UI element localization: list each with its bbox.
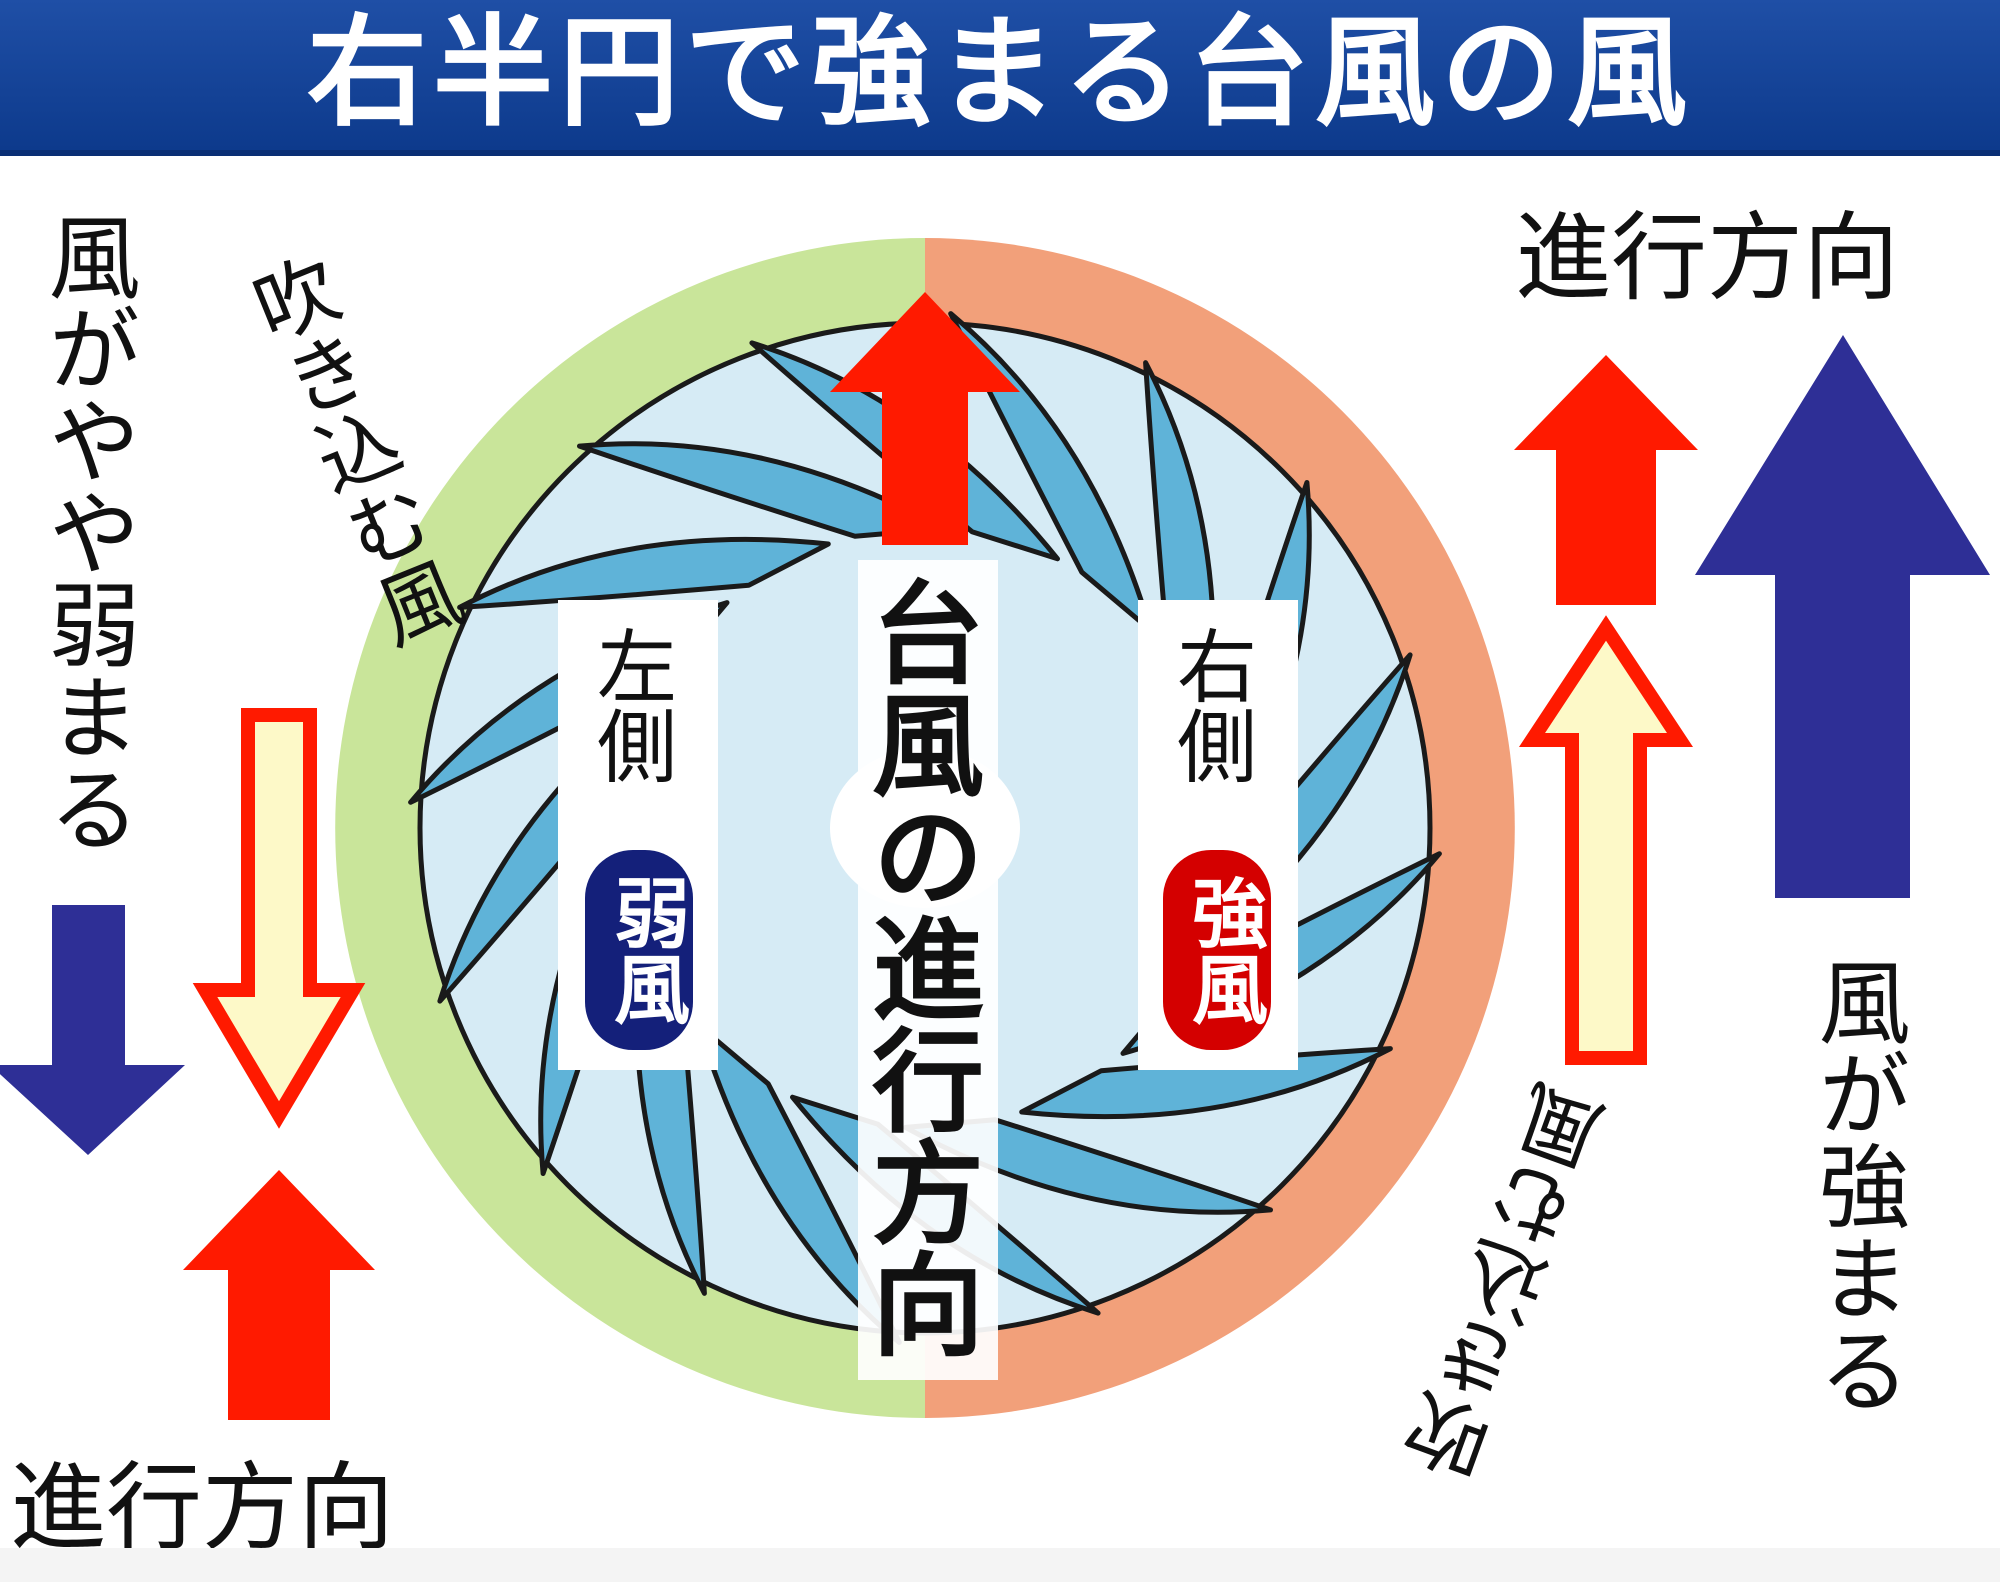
- center-motion-arrow: [830, 292, 1020, 545]
- weak-wind-badge: 弱風: [585, 850, 693, 1050]
- left-wind-arrow: [0, 905, 185, 1155]
- left-result-label: 風がやや弱まる: [33, 210, 140, 854]
- left-motion-label: 進行方向: [10, 1452, 394, 1564]
- vortex-arm: [457, 536, 831, 610]
- right-motion-label: 進行方向: [1515, 202, 1899, 314]
- vortex-arm: [1019, 1046, 1393, 1120]
- left-motion-arrow: [183, 1170, 375, 1420]
- left-inflow-arrow: [192, 708, 366, 1129]
- center-direction-label: 台風の進行方向: [853, 575, 983, 1359]
- right-result-label: 風が強まる: [1803, 955, 1910, 1415]
- strong-wind-badge: 強風: [1163, 850, 1271, 1050]
- right-inflow-arrow: [1518, 615, 1694, 1065]
- right-side-label: 右側: [1164, 625, 1257, 785]
- left-side-label: 左側: [584, 625, 677, 785]
- right-motion-arrow: [1514, 355, 1698, 605]
- center-label-panel: [858, 560, 998, 1380]
- right-wind-arrow: [1695, 335, 1990, 898]
- title-bar: 右半円で強まる台風の風: [0, 0, 2000, 156]
- bottom-band: [0, 1548, 2000, 1582]
- page-title: 右半円で強まる台風の風: [307, 4, 1693, 143]
